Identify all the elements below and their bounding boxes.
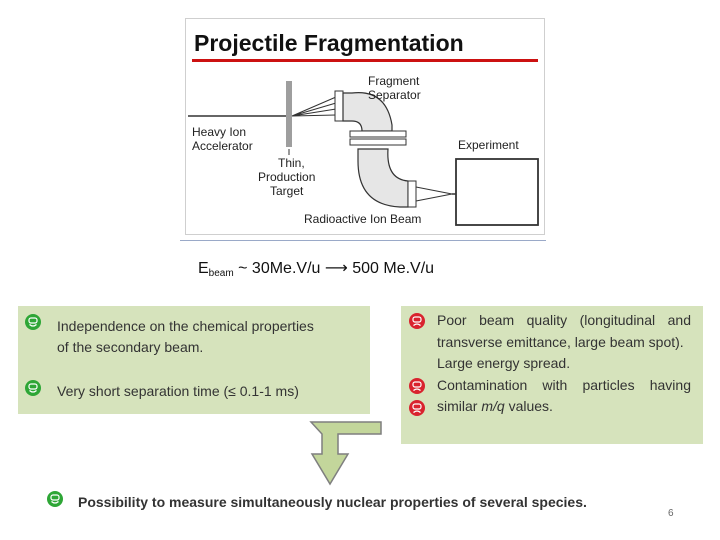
energy-high: 500 Me.V/u — [347, 260, 435, 277]
quadrupole-3 — [349, 138, 407, 146]
title-rule — [192, 59, 538, 62]
down-arrow-icon — [309, 421, 382, 486]
happy-face-icon — [25, 380, 41, 396]
advantage-1-line-1: Independence on the chemical properties — [57, 318, 314, 334]
quadrupole-1 — [334, 90, 344, 122]
label-radioactive-beam: Radioactive Ion Beam — [304, 212, 421, 226]
figure-underline — [180, 240, 546, 241]
projectile-fragmentation-diagram: Projectile Fragmentation Fragment Separa… — [185, 18, 545, 235]
disadvantages-box — [401, 306, 703, 444]
advantage-1-line-2: of the secondary beam. — [57, 339, 204, 355]
disadvantage-3-mq: m/q — [481, 398, 505, 414]
sad-face-icon — [409, 378, 425, 394]
quadrupole-2 — [349, 130, 407, 138]
sad-face-icon — [409, 400, 425, 416]
experiment-box — [455, 158, 539, 226]
disadvantage-3-text: Contamination with particles having simi… — [437, 376, 691, 415]
label-heavy-ion: Heavy Ion — [192, 125, 246, 139]
disadvantage-item-2: Large energy spread. — [437, 355, 571, 371]
sad-face-icon — [409, 313, 425, 329]
diagram-svg: Projectile Fragmentation Fragment Separa… — [188, 30, 539, 226]
label-target: Target — [270, 184, 304, 198]
page-number: 6 — [668, 508, 674, 519]
label-accelerator: Accelerator — [192, 139, 253, 153]
energy-subscript: beam — [208, 268, 234, 279]
dipole-magnet-2 — [357, 148, 409, 208]
disadvantage-item-3: Contamination with particles having simi… — [437, 375, 691, 418]
energy-symbol: E — [198, 260, 209, 277]
diagram-title: Projectile Fragmentation — [194, 30, 464, 56]
label-thin: Thin, — [278, 156, 305, 170]
right-arrow-icon: ⟶ — [324, 260, 348, 277]
advantages-box — [18, 306, 370, 414]
advantage-item-1: Independence on the chemical properties … — [57, 316, 314, 358]
label-experiment: Experiment — [458, 138, 519, 152]
label-fragment: Fragment — [368, 74, 420, 88]
disadvantages-list: Poor beam quality (longitudinal and tran… — [437, 310, 691, 418]
happy-face-icon — [25, 314, 41, 330]
fragment-fan — [291, 96, 337, 117]
happy-face-icon — [47, 491, 63, 507]
quadrupole-4 — [407, 180, 417, 208]
beam-energy-range: Ebeam ~ 30Me.V/u ⟶ 500 Me.V/u — [198, 258, 434, 279]
label-separator: Separator — [368, 88, 421, 102]
advantage-item-2: Very short separation time (≤ 0.1-1 ms) — [57, 383, 299, 399]
disadvantage-3-end: values. — [504, 398, 553, 414]
energy-low: ~ 30Me.V/u — [233, 260, 325, 277]
production-target — [286, 81, 292, 147]
label-production: Production — [258, 170, 315, 184]
focus-lines — [415, 186, 453, 202]
conclusion-text: Possibility to measure simultaneously nu… — [78, 494, 587, 510]
disadvantage-item-1: Poor beam quality (longitudinal and tran… — [437, 312, 691, 350]
